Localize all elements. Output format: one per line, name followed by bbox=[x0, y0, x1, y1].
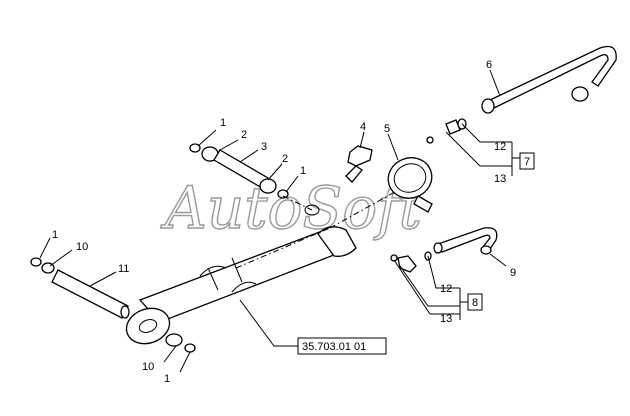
pipe-9 bbox=[433, 227, 498, 255]
callout-10-bottom: 10 bbox=[142, 361, 154, 373]
washer-1-bottom bbox=[184, 343, 196, 353]
callout-12-bottom: 12 bbox=[440, 283, 452, 295]
hydraulic-cylinder bbox=[125, 187, 403, 345]
callout-7: 7 bbox=[524, 156, 530, 168]
callout-1-mid: 1 bbox=[300, 165, 306, 177]
callout-13-bottom: 13 bbox=[440, 313, 452, 325]
ref-box-7 bbox=[519, 152, 535, 170]
fitting-group-7 bbox=[426, 118, 467, 144]
callout-13-top: 13 bbox=[494, 173, 506, 185]
bushing-10-bottom bbox=[165, 333, 183, 347]
callout-3: 3 bbox=[261, 141, 267, 153]
callout-2-top: 2 bbox=[241, 129, 247, 141]
callout-5: 5 bbox=[384, 123, 390, 135]
callout-4: 4 bbox=[360, 121, 366, 133]
reference-box bbox=[297, 337, 387, 355]
leader-lines bbox=[39, 69, 520, 373]
callout-12-top: 12 bbox=[494, 141, 506, 153]
callout-9: 9 bbox=[510, 267, 516, 279]
callout-8: 8 bbox=[472, 297, 478, 309]
callout-2-mid: 2 bbox=[282, 153, 288, 165]
pin-assembly-left bbox=[30, 257, 130, 319]
callout-11: 11 bbox=[118, 263, 129, 275]
callout-10-left: 10 bbox=[76, 241, 88, 253]
pipe-6 bbox=[481, 45, 617, 114]
ref-box-8 bbox=[467, 293, 483, 311]
callout-6: 6 bbox=[486, 59, 492, 71]
reference-number: 35.703.01 01 bbox=[302, 341, 366, 353]
callout-1-left: 1 bbox=[52, 229, 58, 241]
callout-1-top: 1 bbox=[220, 117, 226, 129]
callout-1-bottom: 1 bbox=[164, 373, 170, 385]
elbow-fitting-4 bbox=[345, 145, 373, 183]
fitting-group-8 bbox=[390, 251, 432, 273]
pin-assembly-top bbox=[189, 143, 320, 216]
clamp-ring-5 bbox=[387, 157, 433, 213]
